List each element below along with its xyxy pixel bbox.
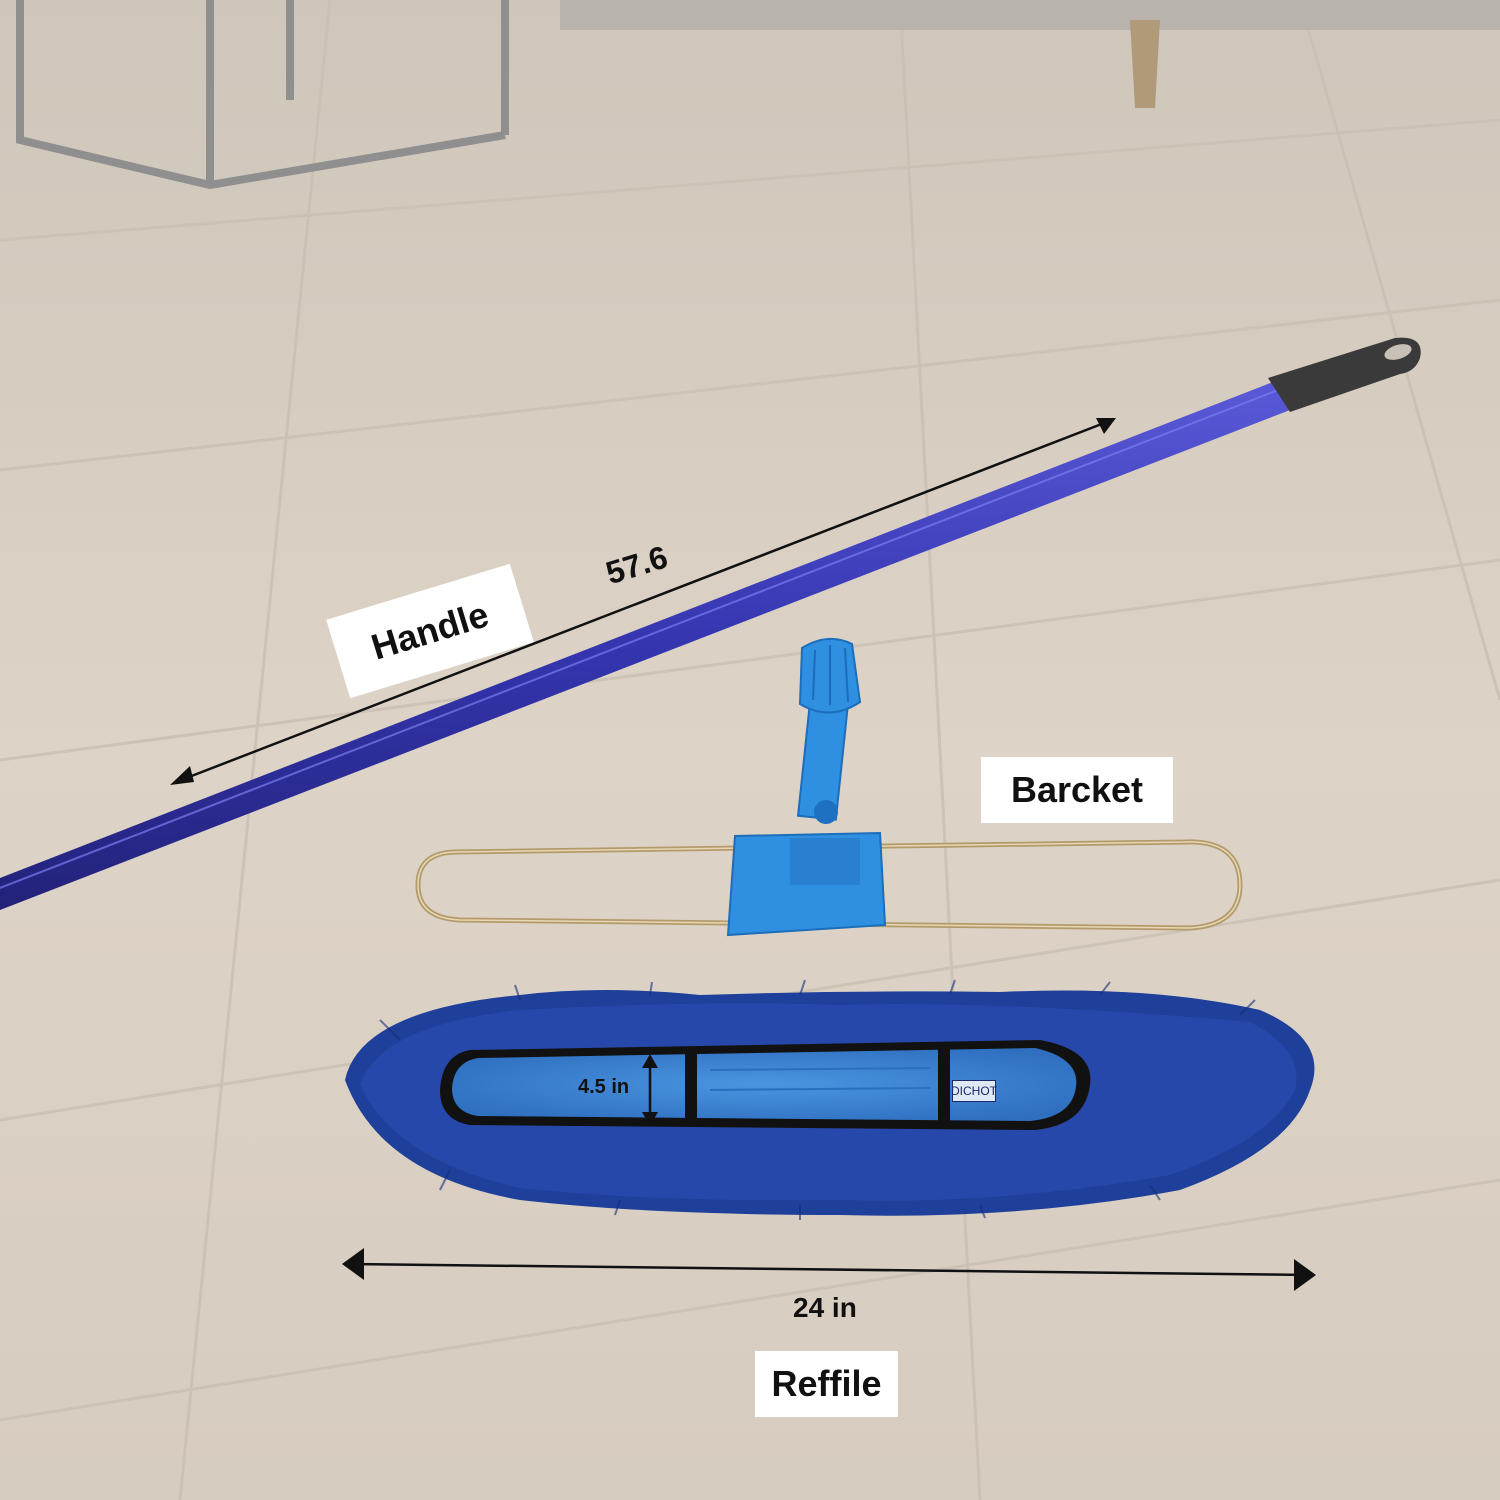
brand-tag: DICHOT bbox=[951, 1080, 997, 1102]
bracket-wire-frame bbox=[415, 839, 1243, 931]
refill-width-arrow bbox=[342, 1248, 1316, 1291]
refill-pad bbox=[440, 1040, 1091, 1130]
bracket-head bbox=[726, 637, 887, 937]
handle-dimension-arrow bbox=[170, 418, 1116, 785]
background-sofa bbox=[560, 0, 1500, 108]
bracket-label: Barcket bbox=[981, 757, 1173, 823]
handle-grip-cap bbox=[1268, 337, 1421, 412]
refill-height-arrow bbox=[642, 1054, 658, 1126]
background-table-frame bbox=[16, 0, 509, 190]
mop-handle bbox=[0, 380, 1290, 910]
refill-height-value: 4.5 in bbox=[578, 1076, 630, 1098]
refill-width-value: 24 in bbox=[793, 1292, 857, 1323]
refill-label: Reffile bbox=[755, 1351, 898, 1417]
